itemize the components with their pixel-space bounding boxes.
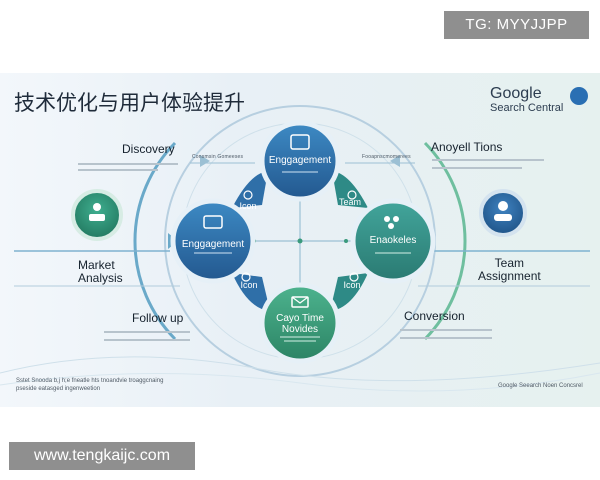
node-right-label: Enaokeles [369, 235, 417, 246]
team-assignment-node [479, 189, 527, 237]
petal-bottom-right [330, 273, 368, 311]
node-top-label: Enggagement [268, 155, 332, 166]
node-bottom-line1: Cayo Time [276, 313, 324, 324]
envelope-icon [291, 296, 309, 308]
petal-top-right-label: Team [338, 197, 361, 207]
discovery-text [78, 161, 178, 171]
anoyell-text [432, 159, 544, 169]
left-arc [133, 141, 177, 341]
label-discovery: Discovery [122, 142, 175, 156]
label-market-line2: Analysis [78, 271, 123, 285]
network-icon [384, 216, 399, 229]
footer-left-line1: Sstet Snooda b,j h;e fneatle hts tnoandv… [16, 378, 164, 384]
label-conversion: Conversion [404, 309, 465, 323]
monitor-icon [290, 134, 310, 150]
node-left [170, 198, 256, 284]
node-right [350, 198, 436, 284]
watermark-top: TG: MYYJJPP [444, 11, 589, 39]
label-team-line2: Assignment [478, 269, 541, 283]
node-left-label: Enggagement [181, 239, 245, 250]
diagram-panel: 技术优化与用户体验提升 Google Search Central Enggag… [0, 73, 600, 407]
node-top [259, 120, 341, 202]
label-follow-up: Follow up [132, 311, 184, 325]
page-title: 技术优化与用户体验提升 [14, 91, 245, 115]
label-team-line1: Team [494, 256, 525, 270]
tag-top-right: Fooapnscmomerees [362, 154, 411, 160]
footer-left-line2: pseside eatasged ingenweetion [16, 386, 101, 392]
screen-icon [203, 215, 223, 229]
petal-bottom-right-label: Icon [343, 280, 361, 290]
label-market-line1: Market [78, 258, 115, 272]
petal-top-right [332, 171, 368, 208]
diagram-connectors [0, 105, 600, 392]
petal-bottom-left [232, 273, 270, 311]
tag-top-left: Consmsin Gomeeses [192, 154, 244, 160]
logo-mark-icon [570, 87, 588, 105]
footer-right: Google Seearch Noen Concsrel [498, 383, 583, 389]
google-logo: Google Search Central [490, 86, 563, 115]
node-bottom-line2: Novides [281, 324, 319, 335]
node-bottom [259, 282, 341, 364]
petal-top-left [232, 171, 268, 208]
logo-line1: Google [490, 85, 542, 102]
conversion-text [400, 329, 492, 339]
logo-line2: Search Central [490, 102, 564, 114]
right-arc [423, 141, 467, 341]
petal-top-left-label: Icon [239, 201, 257, 211]
follow-up-text [104, 331, 190, 341]
watermark-bottom: www.tengkaijc.com [9, 442, 195, 470]
label-anoyell: Anoyell Tions [431, 140, 503, 154]
petal-bottom-left-label: Icon [240, 280, 258, 290]
